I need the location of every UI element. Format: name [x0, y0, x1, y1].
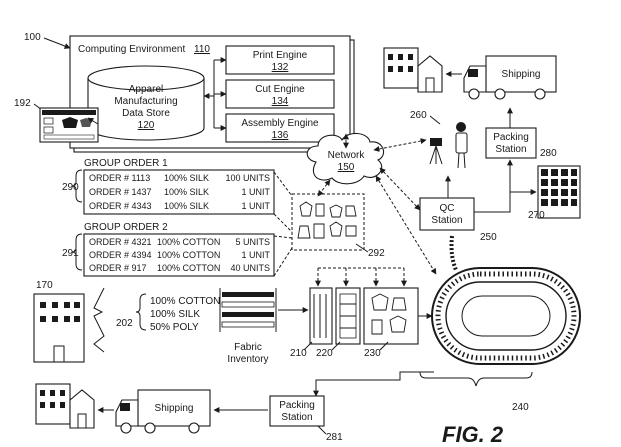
- go2-row2-units: 1 UNIT: [241, 250, 270, 260]
- data-store-label-line1: Apparel: [129, 84, 163, 95]
- go2-row1-material: 100% COTTON: [157, 237, 220, 247]
- network-label: Network: [328, 150, 366, 161]
- fabric-inventory-rack: Fabric Inventory: [219, 288, 277, 365]
- network-ref: 150: [338, 162, 355, 173]
- qc-station-line2: Station: [431, 215, 462, 226]
- ref-250-label: 250: [480, 232, 497, 243]
- camera-icon: [429, 138, 443, 165]
- print-machine-210: [309, 287, 333, 345]
- group-order-1-title: GROUP ORDER 1: [84, 158, 168, 169]
- print-engine-ref: 132: [272, 62, 289, 73]
- print-engine-box: Print Engine 132: [225, 45, 335, 75]
- qc-operator-person-icon: [455, 122, 468, 169]
- ref-170-label: 170: [36, 280, 53, 291]
- shipping-truck-bottom: Shipping: [115, 389, 211, 434]
- go1-row1-order: ORDER # 1113: [89, 173, 150, 183]
- factory-building-icon: [33, 293, 85, 363]
- cut-engine-ref: 134: [272, 96, 289, 107]
- packing-station-bottom-line2: Station: [281, 412, 312, 423]
- cut-machine-220: [335, 287, 361, 345]
- data-store-cylinder: Apparel Manufacturing Data Store 120: [87, 65, 205, 141]
- go2-row3-units: 40 UNITS: [230, 263, 270, 273]
- computing-environment-ref: 110: [194, 44, 210, 55]
- shipping-label-top: Shipping: [502, 69, 541, 80]
- qc-station-line1: QC: [440, 203, 455, 214]
- qc-station-box: QC Station: [419, 197, 475, 231]
- conveyor-loop: [431, 267, 581, 365]
- go2-row2-order: ORDER # 4394: [89, 250, 152, 260]
- data-store-label-line2: Manufacturing: [114, 96, 177, 107]
- building-icon-top: [383, 47, 443, 93]
- figure-label: FIG. 2: [442, 422, 504, 447]
- ref-292-label: 292: [368, 248, 385, 259]
- ref-280-label: 280: [540, 148, 557, 159]
- group-order-2-table: ORDER # 4321 100% COTTON 5 UNITS ORDER #…: [83, 233, 275, 277]
- ref-220-label: 220: [316, 348, 333, 359]
- go2-row3-material: 100% COTTON: [157, 263, 220, 273]
- ref-290-label: 290: [62, 182, 79, 193]
- group-order-2-title: GROUP ORDER 2: [84, 222, 168, 233]
- go2-row2-material: 100% COTTON: [157, 250, 220, 260]
- ref-192-label: 192: [14, 98, 31, 109]
- packing-station-top-line1: Packing: [493, 132, 529, 143]
- ref-240-label: 240: [512, 402, 529, 413]
- cut-engine-label: Cut Engine: [255, 84, 305, 95]
- ref-210-label: 210: [290, 348, 307, 359]
- packing-station-bottom-box: Packing Station: [269, 395, 325, 427]
- assembly-machine-230: [363, 287, 419, 345]
- packing-station-bottom-line1: Packing: [279, 400, 315, 411]
- ref-260-label: 260: [410, 110, 427, 121]
- go2-row1-units: 5 UNITS: [235, 237, 270, 247]
- go1-row1-units: 100 UNITS: [225, 173, 270, 183]
- ref-270-label: 270: [528, 210, 545, 221]
- data-store-ref: 120: [138, 120, 155, 131]
- assembly-engine-ref: 136: [272, 130, 289, 141]
- building-icon-bottom: [35, 383, 95, 429]
- assembly-engine-box: Assembly Engine 136: [225, 113, 335, 143]
- go1-row3-units: 1 UNIT: [241, 201, 270, 211]
- go1-row2-units: 1 UNIT: [241, 187, 270, 197]
- ref-100-label: 100: [24, 32, 41, 43]
- storage-shelving-icon: [537, 165, 581, 219]
- go1-row1-material: 100% SILK: [164, 173, 209, 183]
- go2-row1-order: ORDER # 4321: [89, 237, 152, 247]
- go1-row2-order: ORDER # 1437: [89, 187, 152, 197]
- computing-environment-label: Computing Environment: [78, 44, 185, 55]
- go1-row3-order: ORDER # 4343: [89, 201, 152, 211]
- assembly-engine-label: Assembly Engine: [241, 118, 319, 129]
- material-poly: 50% POLY: [150, 322, 199, 333]
- ref-291-label: 291: [62, 248, 79, 259]
- ref-230-label: 230: [364, 348, 381, 359]
- shipping-label-bottom: Shipping: [155, 403, 194, 414]
- fabric-inventory-line1: Fabric: [234, 342, 262, 353]
- shipping-truck-top: Shipping: [463, 55, 557, 100]
- packing-station-top-box: Packing Station: [485, 127, 537, 159]
- data-store-label-line3: Data Store: [122, 108, 170, 119]
- cut-engine-box: Cut Engine 134: [225, 79, 335, 109]
- ref-281-label: 281: [326, 432, 343, 443]
- material-silk: 100% SILK: [150, 309, 200, 320]
- packing-station-top-line2: Station: [495, 144, 526, 155]
- group-order-1-table: ORDER # 1113 100% SILK 100 UNITS ORDER #…: [83, 169, 275, 215]
- marker-layout-292: [291, 193, 365, 251]
- print-engine-label: Print Engine: [253, 50, 308, 61]
- go1-row2-material: 100% SILK: [164, 187, 209, 197]
- go2-row3-order: ORDER # 917: [89, 263, 147, 273]
- fabric-inventory-line2: Inventory: [227, 354, 268, 365]
- go1-row3-material: 100% SILK: [164, 201, 209, 211]
- ref-202-label: 202: [116, 318, 133, 329]
- terminal-screen-icon: [39, 107, 99, 143]
- material-cotton: 100% COTTON: [150, 296, 220, 307]
